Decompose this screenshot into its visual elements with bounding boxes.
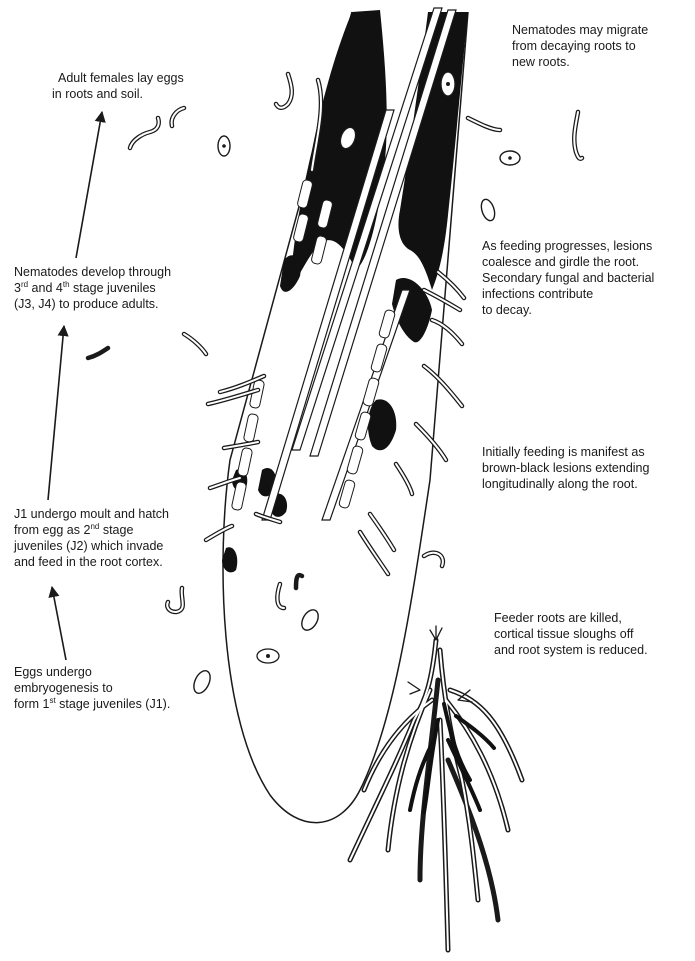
soil-egg-5 (191, 668, 214, 696)
arrow-j2-to-j3j4 (48, 326, 64, 500)
arrow-adults-to-eggs (76, 112, 102, 258)
label-initial: Initially feeding is manifest as brown-b… (482, 445, 653, 491)
label-adult-females: Adult females lay eggs in roots and soil… (52, 71, 187, 101)
lifecycle-arrows (48, 112, 102, 660)
label-eggs: Eggs undergo embryogenesis to form 1st s… (14, 665, 170, 711)
arrow-eggs-to-j2 (52, 587, 66, 660)
label-hatch: J1 undergo moult and hatch from egg as 2… (13, 507, 172, 569)
soil-egg-3 (479, 198, 497, 223)
label-feeder: Feeder roots are killed, cortical tissue… (494, 611, 648, 657)
label-migrate: Nematodes may migrate from decaying root… (512, 23, 652, 69)
label-develop: Nematodes develop through 3rd and 4th st… (14, 265, 175, 311)
label-progress: As feeding progresses, lesions coalesce … (482, 239, 658, 317)
